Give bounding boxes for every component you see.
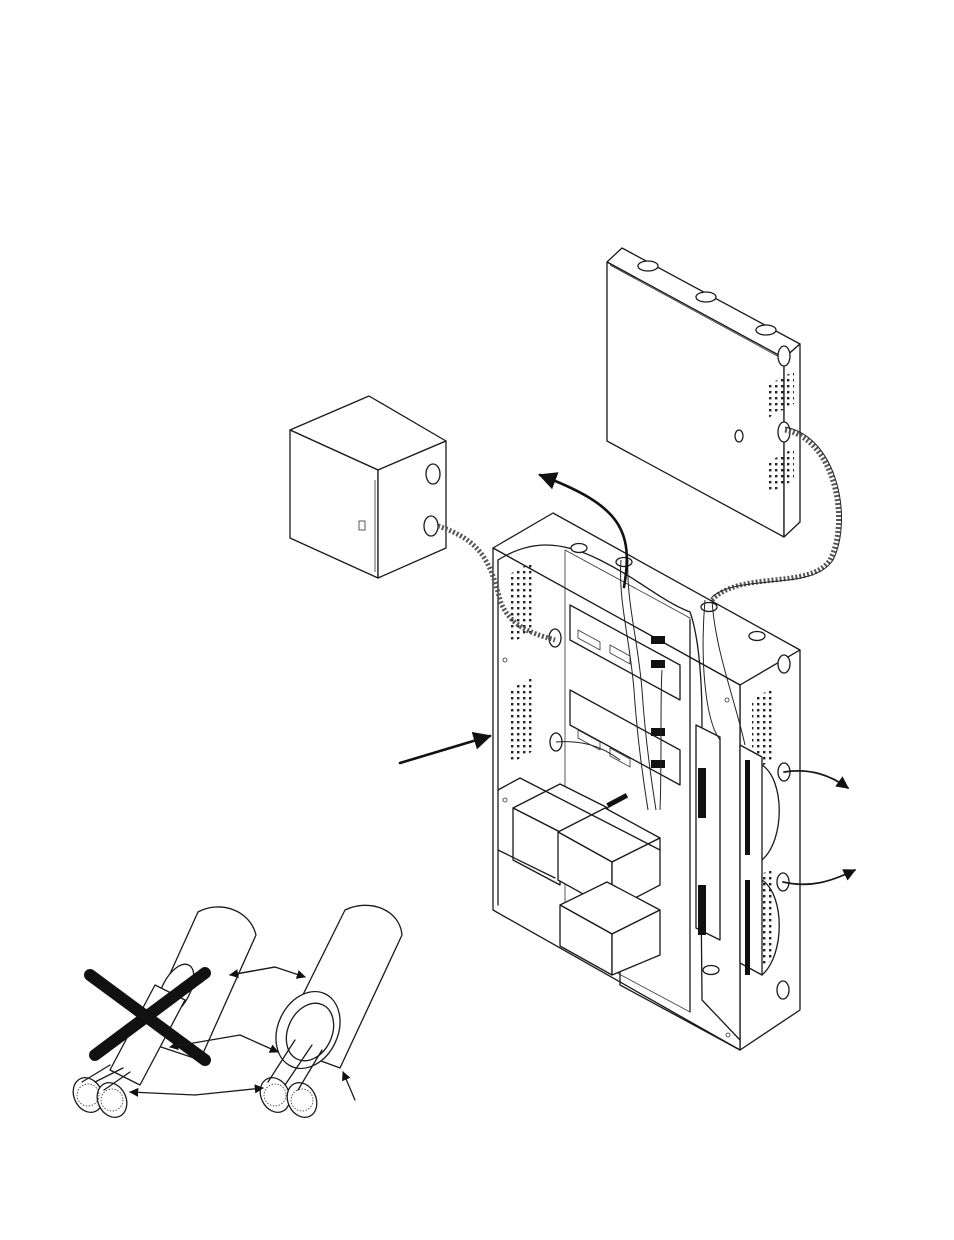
small-enclosure <box>290 396 446 578</box>
arrow-icon <box>400 736 490 763</box>
cable-comparison <box>68 905 402 1122</box>
correct-cable <box>255 905 402 1122</box>
incorrect-cable <box>68 907 256 1122</box>
large-enclosure <box>607 248 800 537</box>
